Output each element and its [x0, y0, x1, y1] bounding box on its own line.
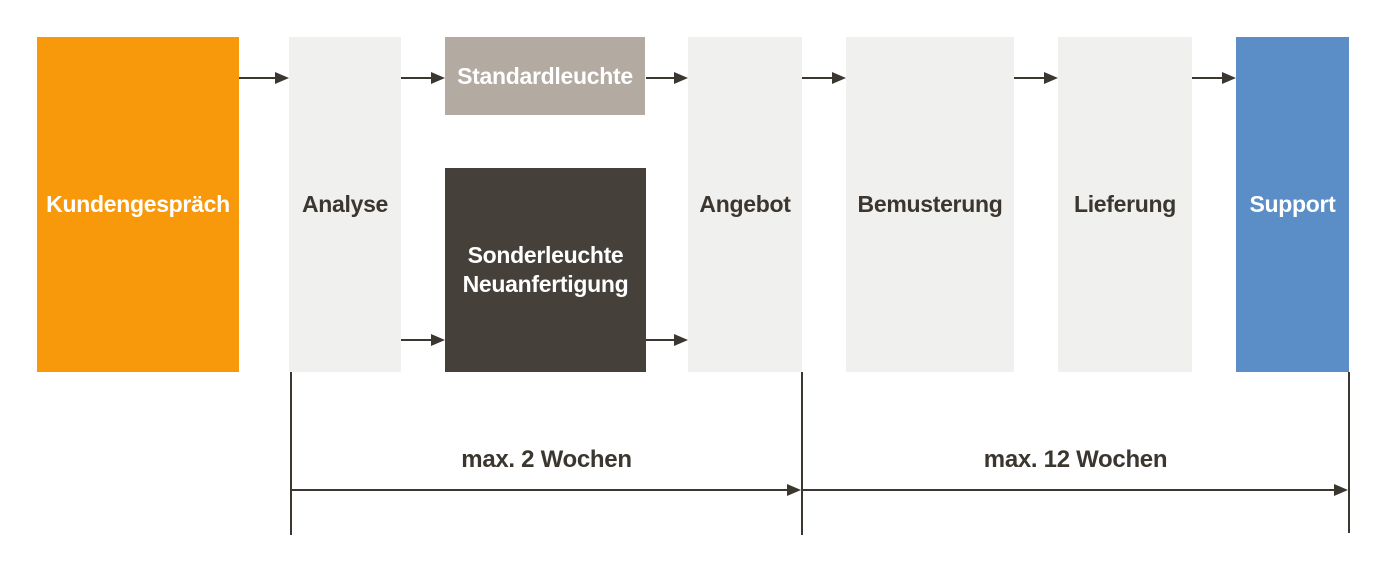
node-label: Standardleuchte — [457, 62, 633, 89]
node-standardleuchte: Standardleuchte — [445, 37, 645, 115]
timeline-label-phase2: max. 12 Wochen — [983, 446, 1168, 473]
node-support: Support — [1236, 37, 1349, 372]
arrow-bemusterung-lieferung-icon — [1014, 72, 1058, 84]
node-label-line1: Sonderleuchte — [467, 242, 624, 268]
node-sonderleuchte-neuanfertigung: Sonderleuchte Neuanfertigung — [445, 168, 646, 372]
node-label: Kundengespräch — [46, 191, 230, 217]
arrow-lieferung-support-icon — [1192, 72, 1236, 84]
timeline-tick-end — [1348, 372, 1350, 533]
node-bemusterung: Bemusterung — [846, 37, 1014, 372]
node-lieferung: Lieferung — [1058, 37, 1192, 372]
arrow-sonderleuchte-angebot-icon — [646, 334, 688, 346]
timeline-arrow-phase2-icon — [803, 484, 1348, 496]
node-analyse: Analyse — [289, 37, 401, 372]
timeline-arrow-phase1-icon — [291, 484, 801, 496]
arrow-angebot-bemusterung-icon — [802, 72, 846, 84]
node-label: Support — [1249, 191, 1336, 217]
arrow-analyse-sonderleuchte-icon — [401, 334, 445, 346]
node-label: Bemusterung — [857, 191, 1003, 217]
arrow-analyse-standardleuchte-icon — [401, 72, 445, 84]
node-angebot: Angebot — [688, 37, 802, 372]
arrow-kundengespraech-analyse-icon — [239, 72, 289, 84]
timeline-label-phase1: max. 2 Wochen — [461, 446, 632, 473]
node-label: Angebot — [699, 191, 791, 217]
node-kundengespraech: Kundengespräch — [37, 37, 239, 372]
node-label: Lieferung — [1073, 191, 1177, 217]
node-label-line2: Neuanfertigung — [462, 271, 629, 297]
arrow-standardleuchte-angebot-icon — [646, 72, 688, 84]
timeline-tick-middle — [801, 372, 803, 535]
node-label: Analyse — [301, 191, 389, 217]
timeline-tick-start — [290, 372, 292, 535]
